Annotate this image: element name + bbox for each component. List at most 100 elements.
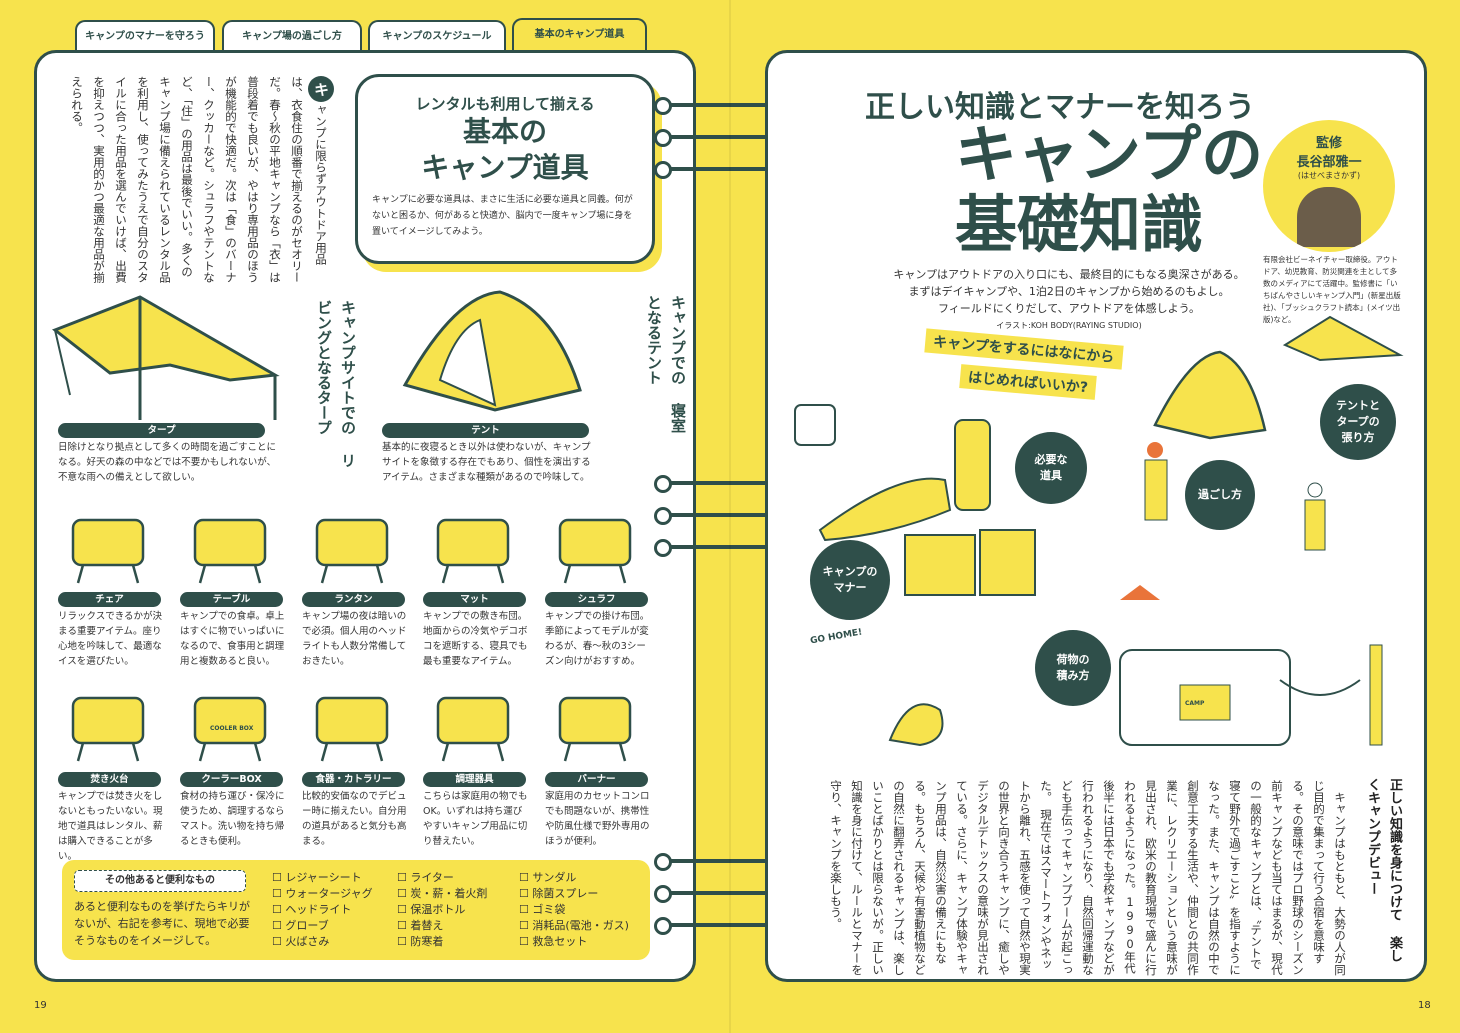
supervisor-circle: 監修 長谷部雅一 (はせべまさかず): [1263, 120, 1395, 252]
tab-camp-schedule[interactable]: キャンプのスケジュール: [368, 20, 506, 52]
checklist-item-label: 保温ボトル: [410, 903, 466, 916]
title-box-title-2: キャンプ道具: [421, 151, 589, 184]
badge-tent-tarp-setup: テントと タープの 張り方: [1320, 384, 1396, 460]
checklist-item-label: 炭・薪・着火剤: [410, 887, 488, 900]
cookware-desc: こちらは家庭用の物でもOK。いずれは持ち運びやすいキャンプ用品に切り替えたい。: [423, 791, 528, 847]
checklist-item[interactable]: ☐ 防寒着: [397, 934, 443, 950]
burner-illustration: [558, 696, 632, 762]
tableware-desc: 比較的安価なのでデビュー時に揃えたい。自分用の道具があると気分も高まる。: [302, 791, 407, 847]
fire-pit-label: 焚き火台: [58, 772, 161, 787]
checkbox-icon[interactable]: ☐: [397, 887, 411, 900]
checkbox-icon[interactable]: ☐: [272, 903, 286, 916]
fire-pit-illustration: [71, 696, 145, 762]
checklist-item[interactable]: ☐ グローブ: [272, 918, 329, 934]
checklist-item-label: 防寒着: [410, 935, 444, 948]
checkbox-icon[interactable]: ☐: [519, 919, 533, 932]
chair-desc: リラックスできるかが決まる重要アイテム。座り心地を吟味して、最適なイスを選びたい…: [58, 611, 163, 667]
intro-text-block: キャンプに限らずアウトドア用品は、衣食住の順番で揃えるのがセオリーだ。春〜秋の平…: [70, 76, 334, 286]
table-label: テーブル: [180, 592, 283, 607]
lead-line: まずはデイキャンプや、1泊2日のキャンプから始めるのもよし。: [908, 285, 1230, 298]
checklist-item-label: ウォータージャグ: [285, 887, 373, 900]
checklist-item[interactable]: ☐ レジャーシート: [272, 870, 362, 886]
scene-tarp: [1282, 315, 1404, 362]
intro-initial: キ: [308, 76, 334, 102]
tarp-desc: 日除けとなり拠点として多くの時間を過ごすことになる。好天の森の中などでは不要かも…: [58, 442, 277, 483]
tarp-caption: キャンプサイトでの リビングとなるタープ: [315, 300, 357, 468]
tab-basic-gear[interactable]: 基本のキャンプ道具: [512, 18, 647, 52]
checklist-item[interactable]: ☐ 火ばさみ: [272, 934, 329, 950]
checklist-item[interactable]: ☐ ゴミ袋: [519, 902, 565, 918]
checklist-item-label: 除菌スプレー: [532, 887, 599, 900]
supervisor-name: 長谷部雅一: [1296, 155, 1362, 170]
checklist-item-label: レジャーシート: [285, 871, 362, 884]
checkbox-icon[interactable]: ☐: [272, 887, 286, 900]
checklist-item-label: 救急セット: [532, 935, 588, 948]
tab-camp-manners[interactable]: キャンプのマナーを守ろう: [75, 20, 215, 52]
tab-campsite-time[interactable]: キャンプ場の過ごし方: [222, 20, 362, 52]
checkbox-icon[interactable]: ☐: [519, 903, 533, 916]
checklist-item[interactable]: ☐ ライター: [397, 870, 454, 886]
sleeping-bag-label: シュラフ: [545, 592, 648, 607]
badge-how-to-spend: 過ごし方: [1185, 460, 1255, 530]
mat-desc: キャンプでの敷き布団。地面からの冷気やデコボコを遮断する、寝具でも最も重要なアイ…: [423, 611, 528, 667]
tent-caption: キャンプでの 寝室となるテント: [645, 295, 687, 433]
checklist-item-label: ゴミ袋: [532, 903, 566, 916]
checkbox-icon[interactable]: ☐: [272, 935, 286, 948]
table-desc: キャンプでの食卓。卓上はすぐに物でいっぱいになるので、食事用と調理用と複数あると…: [180, 611, 285, 667]
lead-line: フィールドにくりだして、アウトドアを体感しよう。: [937, 302, 1201, 315]
checklist-item[interactable]: ☐ 除菌スプレー: [519, 886, 598, 902]
checkbox-icon[interactable]: ☐: [397, 919, 411, 932]
checklist-item[interactable]: ☐ 保温ボトル: [397, 902, 465, 918]
tableware-illustration: [315, 696, 389, 762]
badge-packing: 荷物の 積み方: [1035, 630, 1111, 706]
checklist-item-label: 消耗品(電池・ガス): [532, 919, 629, 932]
column-body: キャンプはもともと、大勢の人が同じ目的で集まって行う合宿を意味する。その意味では…: [829, 780, 1347, 976]
burner-desc: 家庭用のカセットコンロでも問題ないが、携帯性や防風仕様で野外専用のほうが便利。: [545, 791, 650, 847]
checkbox-icon[interactable]: ☐: [397, 935, 411, 948]
checkbox-icon[interactable]: ☐: [397, 903, 411, 916]
cookware-illustration: [436, 696, 510, 762]
burner-label: バーナー: [545, 772, 648, 787]
column-heading: 正しい知識を身につけて 楽しくキャンプデビュー: [1365, 778, 1402, 962]
checkbox-icon[interactable]: ☐: [397, 871, 411, 884]
checklist-item[interactable]: ☐ 炭・薪・着火剤: [397, 886, 487, 902]
title-line-2: 基礎知識: [955, 188, 1204, 261]
checkbox-icon[interactable]: ☐: [519, 871, 533, 884]
sleeping-bag-illustration: [558, 518, 632, 584]
page-gutter: [729, 0, 731, 1033]
badge-camp-manners: キャンプの マナー: [810, 540, 890, 620]
sleeping-bag-desc: キャンプでの掛け布団。季節によってモデルが変わるが、春〜秋の3シーズン向けがおす…: [545, 611, 650, 667]
checklist-item-label: 着替え: [410, 919, 444, 932]
intro-text: ャンプに限らずアウトドア用品は、衣食住の順番で揃えるのがセオリーだ。春〜秋の平地…: [70, 76, 328, 283]
supervisor-bio: 有限会社ビーネイチャー取締役。アウトドア、幼児教育、防災関連を主として多数のメデ…: [1263, 255, 1401, 324]
checklist-item[interactable]: ☐ 消耗品(電池・ガス): [519, 918, 629, 934]
checklist-item[interactable]: ☐ ヘッドライト: [272, 902, 351, 918]
cooler-box-illustration: [193, 696, 267, 762]
cooler-box-text: COOLER BOX: [210, 725, 254, 732]
scene-tent: [1153, 350, 1267, 440]
supervisor-photo: [1297, 187, 1361, 247]
checklist-item-label: サンダル: [532, 871, 577, 884]
checkbox-icon[interactable]: ☐: [272, 919, 286, 932]
fire-pit-desc: キャンプでは焚き火をしないともったいない。現地で道具はレンタル、薪は購入できるこ…: [58, 791, 163, 862]
checkbox-icon[interactable]: ☐: [519, 887, 533, 900]
badge-necessary-gear: 必要な 道具: [1015, 432, 1087, 504]
checklist-item[interactable]: ☐ 着替え: [397, 918, 443, 934]
tableware-label: 食器・カトラリー: [302, 772, 405, 787]
illustration-credit: イラスト:KOH BODY(RAYING STUDIO): [996, 321, 1142, 330]
checklist-item[interactable]: ☐ サンダル: [519, 870, 576, 886]
tarp-label: タープ: [58, 423, 265, 438]
title-box-title-1: 基本の: [462, 115, 547, 148]
checkbox-icon[interactable]: ☐: [272, 871, 286, 884]
tent-illustration: [402, 290, 582, 412]
chair-label: チェア: [58, 592, 161, 607]
title-box-subtitle: レンタルも利用して揃える: [415, 95, 595, 113]
supervisor-role: 監修: [1315, 136, 1342, 151]
checklist-item[interactable]: ☐ 救急セット: [519, 934, 587, 950]
lead: キャンプはアウトドアの入り口にも、最終目的にもなる奥深さがある。 まずはデイキャ…: [880, 266, 1258, 331]
checkbox-icon[interactable]: ☐: [519, 935, 533, 948]
camp-box-label: CAMP: [1185, 700, 1205, 707]
title-line-1: キャンプの: [955, 118, 1264, 191]
checklist-item[interactable]: ☐ ウォータージャグ: [272, 886, 373, 902]
mat-illustration: [436, 518, 510, 584]
